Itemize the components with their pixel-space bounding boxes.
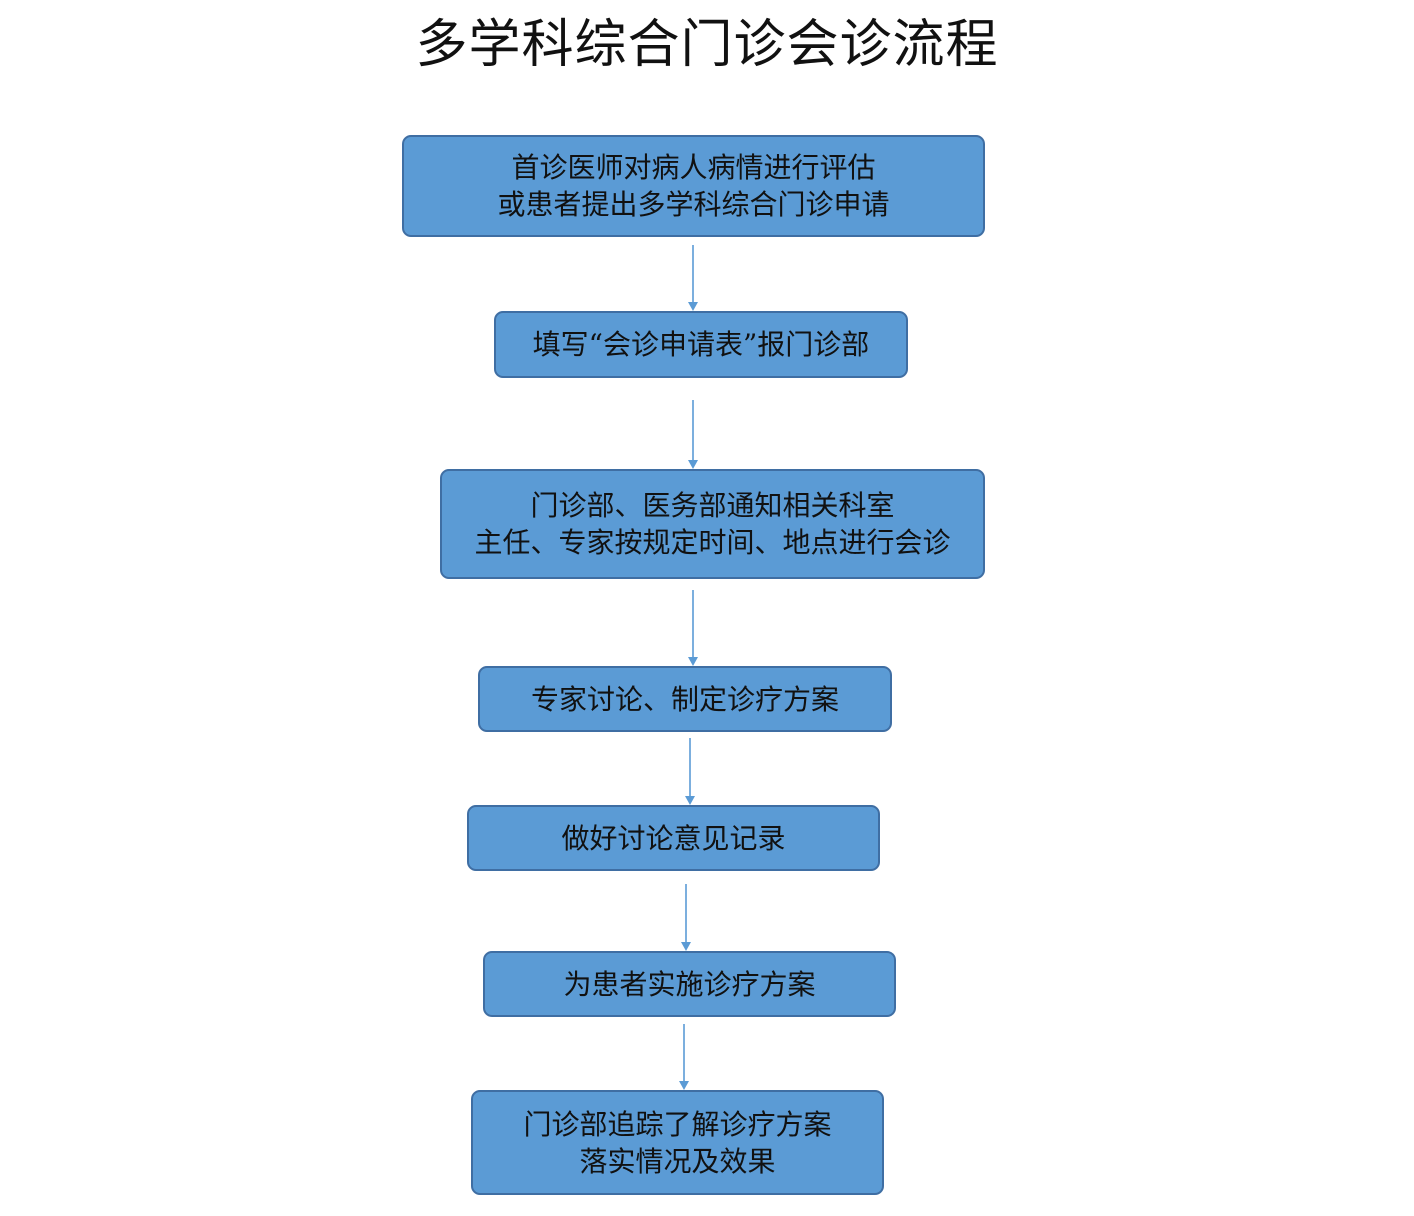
step-text-line: 门诊部追踪了解诊疗方案 [523, 1107, 832, 1141]
step-text-line: 门诊部、医务部通知相关科室 [530, 489, 895, 522]
step-fill-application: 填写“会诊申请表”报门诊部 [494, 311, 908, 378]
arrow-step3-to-step4 [688, 590, 698, 666]
step-expert-discussion: 专家讨论、制定诊疗方案 [478, 666, 892, 732]
step-notify-departments: 门诊部、医务部通知相关科室 主任、专家按规定时间、地点进行会诊 [440, 469, 985, 579]
step-text-line: 填写“会诊申请表”报门诊部 [532, 328, 870, 361]
step-implement-plan: 为患者实施诊疗方案 [483, 951, 896, 1017]
step-initial-assessment: 首诊医师对病人病情进行评估 或患者提出多学科综合门诊申请 [402, 135, 985, 237]
step-text-line: 首诊医师对病人病情进行评估 [511, 151, 876, 184]
arrow-step2-to-step3 [688, 400, 698, 469]
step-text-line: 主任、专家按规定时间、地点进行会诊 [474, 526, 951, 559]
page-title: 多学科综合门诊会诊流程 [415, 15, 999, 75]
step-text-line: 做好讨论意见记录 [561, 821, 786, 855]
step-text-line: 落实情况及效果 [579, 1144, 776, 1178]
arrow-step6-to-step7 [679, 1024, 689, 1090]
arrow-step1-to-step2 [688, 245, 698, 311]
step-text-line: 或患者提出多学科综合门诊申请 [497, 188, 890, 221]
step-text-line: 专家讨论、制定诊疗方案 [530, 682, 839, 716]
arrow-step5-to-step6 [681, 884, 691, 951]
step-follow-up: 门诊部追踪了解诊疗方案 落实情况及效果 [471, 1090, 884, 1195]
step-record-opinions: 做好讨论意见记录 [467, 805, 880, 871]
step-text-line: 为患者实施诊疗方案 [563, 967, 816, 1001]
arrow-step4-to-step5 [685, 738, 695, 805]
